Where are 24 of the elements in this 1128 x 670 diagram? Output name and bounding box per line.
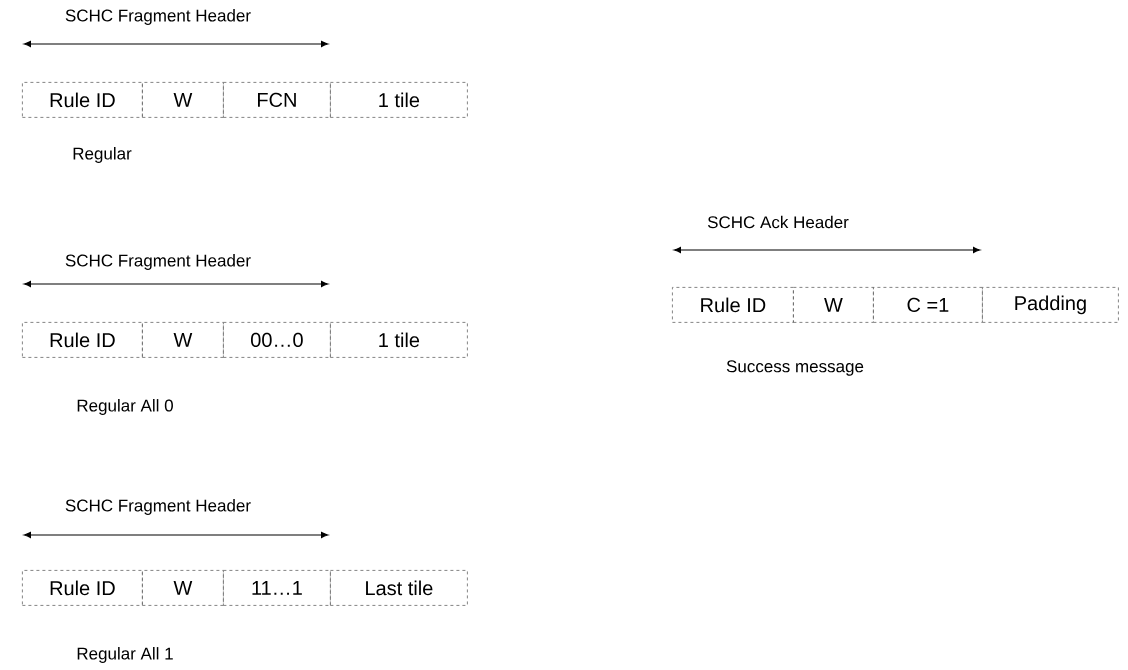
field-cell: Rule ID <box>672 287 794 323</box>
field-cell: 1 tile <box>330 82 468 118</box>
field-cell: 1 tile <box>330 322 468 358</box>
header-label: SCHC Ack Header <box>707 215 849 229</box>
header-label: SCHC Fragment Header <box>65 254 251 270</box>
header-label: SCHC Fragment Header <box>65 499 251 515</box>
field-cell: 00…0 <box>223 322 331 358</box>
field-cell: W <box>142 322 224 358</box>
format-caption: Success message <box>726 360 864 376</box>
field-cell: Rule ID <box>22 322 143 358</box>
field-cell: Padding <box>982 287 1119 323</box>
field-cell: W <box>142 570 224 606</box>
field-cell: FCN <box>223 82 331 118</box>
format-caption: Regular <box>73 147 132 163</box>
field-cell: 11…1 <box>223 570 331 606</box>
field-cell: C =1 <box>873 287 983 323</box>
field-cell: Rule ID <box>22 82 143 118</box>
field-cell: Rule ID <box>22 570 143 606</box>
field-cell: W <box>142 82 224 118</box>
format-caption: Regular All 0 <box>77 399 173 415</box>
header-label: SCHC Fragment Header <box>65 9 251 25</box>
field-cell: Last tile <box>330 570 468 606</box>
field-cell: W <box>793 287 874 323</box>
format-caption: Regular All 1 <box>77 647 173 663</box>
